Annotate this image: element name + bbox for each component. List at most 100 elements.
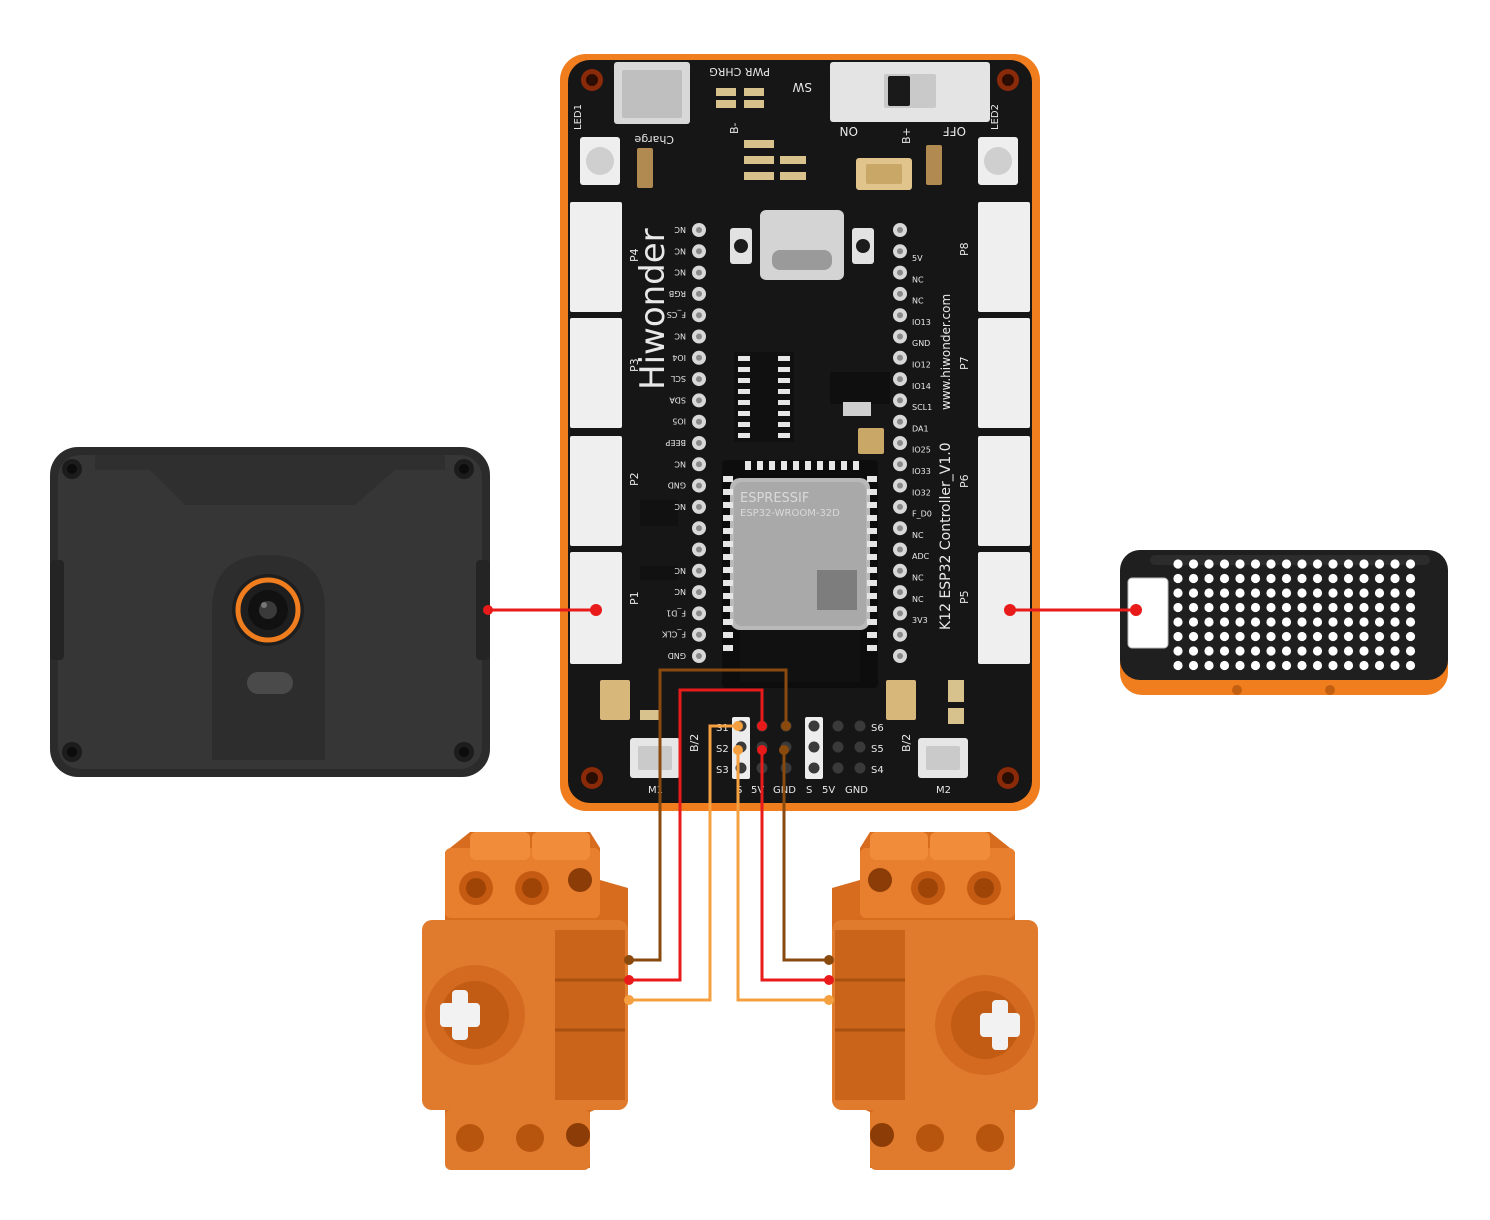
b-plus-label: B+ (900, 127, 913, 144)
esp-pad (867, 580, 877, 586)
esp-pad (841, 461, 847, 470)
led-dot (1266, 588, 1276, 598)
servo-header-pin (854, 762, 866, 774)
led-matrix-module (1120, 550, 1448, 695)
esp-pad (805, 461, 811, 470)
esp-pad (723, 580, 733, 586)
port-label-p7: P7 (958, 356, 971, 370)
led-dot (1328, 631, 1338, 642)
ic-leg (778, 378, 790, 383)
led-dot (1173, 631, 1183, 642)
header-pin-hole (897, 482, 903, 489)
left-pin-label: SDA (669, 395, 686, 404)
led-dot (1374, 573, 1385, 584)
esp-pad (867, 554, 877, 560)
esp-pad (769, 461, 775, 470)
ic-leg (778, 389, 790, 394)
led-dot (1219, 646, 1230, 656)
header-pin-hole (696, 567, 702, 574)
motor-label-m2: M2 (936, 785, 951, 796)
led-dot (1374, 588, 1385, 598)
left-pin-label: F_D1 (666, 608, 686, 617)
led-dot (1219, 602, 1230, 613)
left-pin-label: F_CLK (661, 630, 686, 639)
led-dot (1281, 588, 1292, 598)
led-dot (1281, 559, 1292, 569)
led-dot (1188, 573, 1199, 584)
right-pin-label: DA1 (912, 424, 929, 433)
ic-leg (778, 422, 790, 427)
header-pin-hole (696, 376, 702, 383)
led-dot (1297, 646, 1307, 656)
left-pin-label: NC (674, 332, 686, 341)
servo-col-right-gnd: GND (845, 785, 868, 796)
led-dot (1328, 559, 1338, 569)
wire-right-servo-gnd (782, 750, 829, 962)
led-dot (1312, 559, 1323, 569)
led-dot (1219, 573, 1230, 584)
header-pin-hole (696, 653, 702, 659)
esp-pad (867, 541, 877, 547)
led-dot (1250, 588, 1261, 598)
esp-pad (867, 502, 877, 508)
header-pin-hole (696, 290, 702, 297)
header-pin-hole (897, 567, 903, 574)
header-pins (692, 223, 907, 663)
led-dot (1312, 602, 1323, 613)
led-dot (1173, 617, 1183, 627)
header-pin-hole (897, 418, 903, 425)
esp-pad (781, 461, 787, 470)
header-pin-hole (897, 461, 903, 468)
esp-part-label: ESP32-WROOM-32D (740, 508, 840, 519)
led-dot (1281, 617, 1292, 627)
led-dot (1297, 602, 1307, 613)
led-dot (1328, 617, 1338, 627)
wire-left-servo-gnd (629, 668, 788, 962)
ic-leg (778, 367, 790, 372)
ic-leg (738, 411, 750, 416)
esp-pad (723, 476, 733, 482)
esp-pad (867, 645, 877, 651)
header-pin-hole (696, 312, 702, 319)
left-pin-label: IO5 (672, 417, 686, 426)
servo-header-pin (832, 720, 844, 732)
header-pin-hole (696, 482, 702, 489)
led-dot (1173, 602, 1183, 613)
led-dot (1405, 660, 1416, 671)
header-pin-hole (897, 227, 903, 233)
header-pin-hole (897, 610, 903, 617)
led-dot (1390, 588, 1400, 598)
led-dot (1328, 602, 1338, 613)
led-dot (1405, 617, 1416, 627)
header-pin-hole (897, 354, 903, 361)
b-minus-label: B- (728, 122, 741, 134)
led-dot (1266, 660, 1276, 671)
esp-pad (867, 632, 877, 638)
servo-row-s5: S5 (871, 744, 884, 755)
led-dot (1343, 559, 1354, 569)
port-label-p4: P4 (628, 248, 641, 262)
header-pin-hole (696, 589, 702, 596)
header-pin-hole (696, 503, 702, 510)
esp-pad (723, 632, 733, 638)
motor-label-m1: M1 (648, 785, 663, 796)
led-dot (1359, 631, 1369, 642)
camera-module (50, 447, 490, 777)
wire-right-servo-signal (736, 750, 829, 1002)
header-pin-hole (897, 269, 903, 276)
servo-col-left-5v: 5V (751, 785, 764, 796)
header-pin-hole (897, 397, 903, 404)
led-dot (1328, 660, 1338, 671)
led-dot (1405, 631, 1416, 642)
led-dot (1235, 573, 1245, 584)
led-dot (1204, 573, 1214, 584)
esp-pad (723, 528, 733, 534)
led-dot (1390, 617, 1400, 627)
led-dot (1359, 646, 1369, 656)
controller-board: Hiwonder K12 ESP32 Controller_V1.0 www.h… (560, 54, 1040, 811)
ic-leg (778, 400, 790, 405)
led-dot (1312, 660, 1323, 671)
led-dot (1266, 602, 1276, 613)
led-dot (1204, 646, 1214, 656)
servo-header-pin (854, 741, 866, 753)
